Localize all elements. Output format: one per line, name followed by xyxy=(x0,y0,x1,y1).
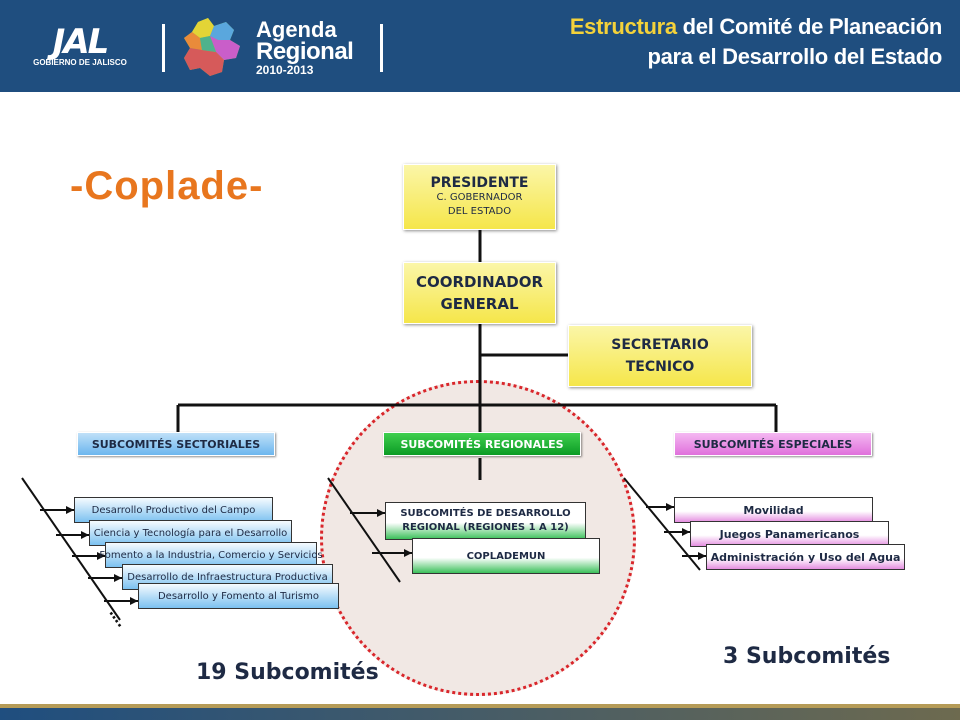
page-title-line1-rest: del Comité de Planeación xyxy=(676,14,943,39)
especiales-count: 3 Subcomités xyxy=(723,644,891,669)
especial-item: Movilidad xyxy=(674,497,873,523)
coplademun-item: COPLADEMUN xyxy=(412,538,600,574)
page-title-line1: Estructura del Comité de Planeación xyxy=(570,14,942,40)
agenda-label: Agenda xyxy=(256,17,337,42)
subcomites-regionales-header: SUBCOMITÉS REGIONALES xyxy=(383,432,581,456)
jalisco-logo: JAL GOBIERNO DE JALISCO xyxy=(30,22,130,74)
agenda-years: 2010-2013 xyxy=(256,63,314,77)
especial-item: Administración y Uso del Agua xyxy=(706,544,905,570)
header-divider-left xyxy=(162,24,165,72)
sectorial-item: Ciencia y Tecnología para el Desarrollo xyxy=(89,520,292,546)
page-title-line2: para el Desarrollo del Estado xyxy=(647,44,942,69)
footer-stripe xyxy=(0,704,960,708)
presidente-sub2: DEL ESTADO xyxy=(447,206,512,217)
page-title-highlight: Estructura xyxy=(569,14,677,39)
coplade-heading: -Coplade- xyxy=(70,164,264,208)
sectorial-item: Desarrollo Productivo del Campo xyxy=(74,497,273,523)
presidente-title: PRESIDENTE xyxy=(430,175,529,191)
header-divider-right xyxy=(380,24,383,72)
sectorial-item: Desarrollo y Fomento al Turismo xyxy=(138,583,339,609)
presidente-box: PRESIDENTE C. GOBERNADOR DEL ESTADO xyxy=(403,164,556,230)
sectoriales-count: 19 Subcomités xyxy=(196,660,379,685)
secretario-box: SECRETARIO TECNICO xyxy=(568,325,752,387)
jalisco-logo-word: JAL xyxy=(52,22,110,62)
secretario-line2: TECNICO xyxy=(625,359,695,375)
presidente-sub1: C. GOBERNADOR xyxy=(436,192,523,203)
regional-desarrollo-item: SUBCOMITÉS DE DESARROLLO REGIONAL (REGIO… xyxy=(385,502,586,540)
regional-desarrollo-line1: SUBCOMITÉS DE DESARROLLO xyxy=(400,508,571,519)
regional-label: Regional xyxy=(256,38,354,65)
footer-bar xyxy=(0,708,960,720)
header-bar: JAL GOBIERNO DE JALISCO Agenda Regional … xyxy=(0,0,960,92)
regional-desarrollo-line2: REGIONAL (REGIONES 1 A 12) xyxy=(402,522,569,533)
subcomites-especiales-header: SUBCOMITÉS ESPECIALES xyxy=(674,432,872,456)
jalisco-logo-subtitle: GOBIERNO DE JALISCO xyxy=(33,58,127,67)
coordinador-line1: COORDINADOR xyxy=(415,273,543,291)
coordinador-line2: GENERAL xyxy=(440,295,519,313)
subcomites-sectoriales-header: SUBCOMITÉS SECTORIALES xyxy=(77,432,275,456)
coordinador-box: COORDINADOR GENERAL xyxy=(403,262,556,324)
jalisco-map-icon xyxy=(184,18,240,76)
secretario-line1: SECRETARIO xyxy=(611,337,709,353)
